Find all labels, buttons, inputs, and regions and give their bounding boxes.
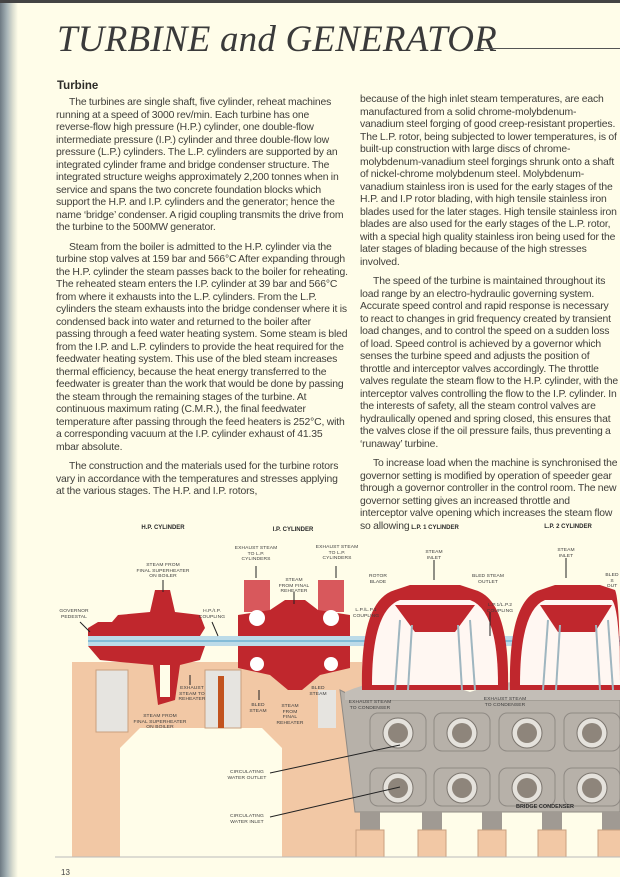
- label-steam-inlet-2: STEAM INLET: [557, 548, 575, 559]
- label-bled-steam-outlet-2: BLED S OUT: [605, 573, 619, 590]
- tube-plate: [369, 767, 427, 807]
- turbine-cross-section-diagram: [55, 558, 620, 858]
- water-tube-inner: [452, 778, 472, 798]
- label-bled-steam-1: BLED STEAM: [249, 703, 267, 714]
- label-steam-inlet-1: STEAM INLET: [425, 550, 443, 561]
- lp1-cylinder-label: L.P. 1 CYLINDER: [411, 525, 459, 531]
- label-bled-steam-outlet-1: BLED STEAM OUTLET: [472, 574, 504, 585]
- label-exhaust-to-reheater: EXHAUST STEAM TO REHEATER: [178, 686, 206, 703]
- paragraph: The speed of the turbine is maintained t…: [360, 276, 618, 450]
- water-tube-inner: [582, 778, 602, 798]
- lp2-cylinder-casing: [509, 585, 620, 691]
- tube-plate: [563, 712, 620, 752]
- label-bridge-condenser: BRIDGE CONDENSER: [515, 804, 575, 810]
- label-lp1-lp2-coupling: L.P.1/L.P.2 COUPLING: [486, 603, 514, 614]
- label-circulating-water-outlet: CIRCULATING WATER OUTLET: [227, 770, 267, 781]
- page-number: 13: [61, 868, 70, 877]
- foundation-block: [72, 662, 362, 857]
- label-hp-ip-coupling: H.P./I.P. COUPLING: [198, 609, 226, 620]
- lp1-cylinder-casing: [361, 585, 509, 691]
- label-governor-pedestal: GOVERNOR PEDESTAL: [59, 609, 89, 620]
- tube-plate: [498, 767, 556, 807]
- condenser-footing: [597, 829, 620, 858]
- water-tube-inner: [517, 778, 537, 798]
- right-text-column: because of the high inlet steam temperat…: [360, 94, 618, 540]
- label-circulating-water-inlet: CIRCULATING WATER INLET: [230, 814, 264, 825]
- paragraph: Steam from the boiler is admitted to the…: [56, 241, 348, 453]
- paragraph: because of the high inlet steam temperat…: [360, 94, 617, 268]
- page-top-edge: [0, 0, 620, 3]
- label-bled-steam-2: BLED STEAM: [309, 686, 327, 697]
- label-steam-from-superheater-bottom: STEAM FROM FINAL SUPERHEATER ON BOILER: [133, 714, 187, 731]
- label-lp-lp1-coupling: L.P./L.P.1 COUPLING: [352, 608, 380, 619]
- water-tube-inner: [388, 723, 408, 743]
- label-exhaust-to-condenser-2: EXHAUST STEAM TO CONDENSER: [483, 697, 527, 708]
- tube-plate: [433, 767, 491, 807]
- paragraph: To increase load when the machine is syn…: [360, 458, 618, 532]
- flow-arrows: [79, 558, 567, 818]
- label-steam-from-superheater-top: STEAM FROM FINAL SUPERHEATER ON BOILER: [136, 563, 190, 580]
- paragraph: The construction and the materials used …: [56, 461, 339, 497]
- title-rule: [478, 48, 620, 49]
- water-tube-inner: [582, 723, 602, 743]
- tube-plate: [433, 712, 491, 752]
- condenser-leg: [602, 812, 620, 830]
- label-steam-from-reheater-bottom: STEAM FROM FINAL REHEATER: [276, 704, 304, 726]
- lp2-cylinder-label: L.P. 2 CYLINDER: [544, 524, 592, 530]
- ip-cylinder-label: I.P. CYLINDER: [272, 527, 314, 533]
- hp-cylinder-casing: [88, 590, 205, 705]
- tube-plate: [563, 767, 620, 807]
- label-exhaust-to-lp-2: EXHAUST STEAM TO L.P. CYLINDERS: [315, 545, 359, 562]
- label-steam-from-reheater-top: STEAM FROM FINAL REHEATER: [278, 578, 310, 595]
- condenser-footing: [537, 829, 567, 858]
- page-binding-edge: [0, 0, 18, 877]
- water-tube-inner: [452, 723, 472, 743]
- condenser-leg: [542, 812, 562, 830]
- tube-plate: [498, 712, 556, 752]
- label-exhaust-to-condenser-1: EXHAUST STEAM TO CONDENSER: [348, 700, 392, 711]
- ip-cylinder-casing: [238, 580, 350, 690]
- condenser-leg: [360, 812, 380, 830]
- condenser-leg: [422, 812, 442, 830]
- condenser-footing: [355, 829, 385, 858]
- paragraph: The turbines are single shaft, five cyli…: [56, 97, 344, 233]
- left-text-column: The turbines are single shaft, five cyli…: [56, 97, 348, 506]
- hp-cylinder-label: H.P. CYLINDER: [141, 525, 185, 531]
- section-heading: Turbine: [57, 80, 99, 92]
- label-exhaust-to-lp-1: EXHAUST STEAM TO L.P. CYLINDERS: [234, 546, 278, 563]
- label-rotor-blade: ROTOR BLADE: [368, 574, 388, 585]
- condenser-leg: [482, 812, 502, 830]
- water-tube-inner: [388, 778, 408, 798]
- condenser-footing: [477, 829, 507, 858]
- water-tube-inner: [517, 723, 537, 743]
- page-title: TURBINE and GENERATOR: [57, 19, 497, 60]
- condenser-footing: [417, 829, 447, 858]
- tube-plate: [369, 712, 427, 752]
